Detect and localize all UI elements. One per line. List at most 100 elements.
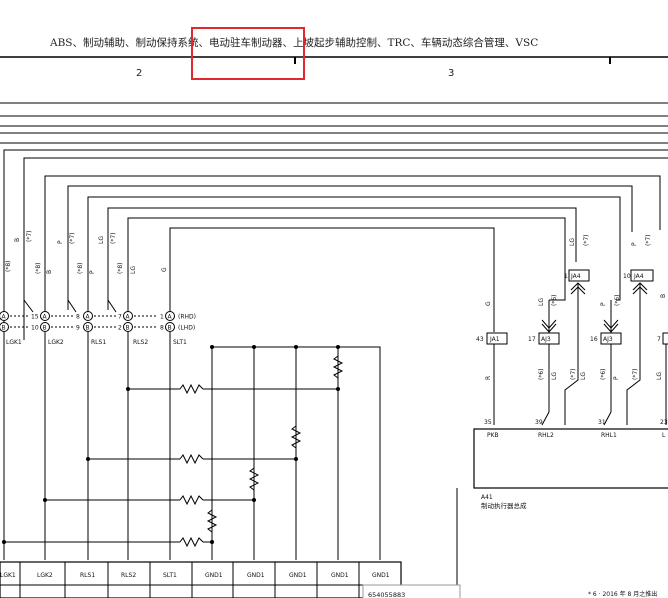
connector-drops [23,290,171,313]
junction-box [630,269,654,282]
connector-letter: B [86,325,90,332]
column-number-2: 2 [136,68,142,79]
pin-number: 10 [31,325,39,332]
wire-label: (*6) [600,369,607,381]
pin-number: 7 [118,314,122,321]
wire-label: P [613,376,620,380]
terminal-label: GND1 [289,572,307,579]
actuator-pin-name: PKB [487,432,499,439]
highlight-box [191,27,305,80]
junction-id: AJ3 [541,336,551,343]
wire-label: P [600,302,607,306]
terminal-label: GND1 [247,572,265,579]
footer-code: 654055883 [368,591,405,598]
pin-number: 8 [76,314,80,321]
drive-code-rhd: (RHD) [178,314,196,321]
terminal-label: SLT1 [163,572,177,579]
junction-pin: 43 [476,336,484,343]
pin-number: 15 [31,314,39,321]
diagram-title: ABS、制动辅助、制动保持系统、电动驻车制动器、上坡起步辅助控制、TRC、车辆动… [49,36,538,49]
terminal-label: GND1 [372,572,390,579]
connector-pin [123,311,133,321]
terminal-label: RLS1 [80,572,95,579]
wire-color-labels: (*8) B (*7) (*8) B P (*7) (*8) P LG (*7)… [5,231,168,275]
wire-label: LG [569,238,576,246]
connector-pin [40,311,50,321]
actuator-pin-name: L [662,432,666,439]
signal-name: SLT1 [173,339,187,346]
terminal-table: LGK1 LGK2 RLS1 RLS2 SLT1 GND1 GND1 GND1 … [0,561,402,598]
actuator-pin-number: 39 [535,419,543,426]
signal-name: LGK2 [48,339,64,346]
connector-letter: A [43,314,48,321]
junction-pin: 17 [528,336,536,343]
wire-label: P [57,240,64,244]
junction-pin: 10 [623,273,631,280]
wire-label: B [46,270,53,274]
wire-label: (*7) [645,235,652,247]
connector-letter: B [168,325,172,332]
terminal-label: GND1 [205,572,223,579]
connector-letter: B [126,325,130,332]
connector-row: A B 15 A 10 B 8 A 9 B 7 A 2 B 1 A 8 B (R… [0,311,196,332]
wire-label: (*7) [583,235,590,247]
actuator-pin-number: 23 [660,419,668,426]
actuator-pin-number: 35 [484,419,492,426]
terminal-label: RLS2 [121,572,136,579]
footer-date: * 6 · 2016 年 8 月之推出 [588,590,657,598]
connector-pin [83,322,93,332]
brake-actuator-assembly: 35 39 31 23 PKB RHL2 RHL1 L A41 制动执行器总成 [473,419,668,510]
pin-number: 2 [118,325,122,332]
connector-letter: A [168,314,173,321]
connector-pin [0,322,9,332]
junction-pin: 16 [590,336,598,343]
connector-pin [83,311,93,321]
wire-label: LG [656,372,663,380]
wire-label: G [485,301,492,306]
wire-label: R [485,376,492,380]
junction-id: JA4 [570,273,581,280]
wire-label: B [660,294,667,298]
wire-label: LG [130,266,137,274]
junction-id: JA4 [633,273,644,280]
connector-letter: B [43,325,47,332]
wire-label: LG [98,236,105,244]
signal-name: RLS2 [133,339,148,346]
drive-code-lhd: (LHD) [178,325,195,332]
actuator-name: 制动执行器总成 [481,501,527,510]
bus-lines [0,102,668,144]
wire-label: LG [538,298,545,306]
signal-name: LGK1 [6,339,22,346]
wire-label: (*7) [632,369,639,381]
connector-pin [40,322,50,332]
pin-number: 9 [76,325,80,332]
junction-connectors: G 43 JA1 R LG (*6) 17 AJ3 P (*6) 16 AJ3 … [476,235,668,426]
wire-label: (*6) [614,295,621,307]
connector-pin [123,322,133,332]
wire-label: P [89,270,96,274]
actuator-pin-name: RHL2 [538,432,554,439]
wire-label: (*8) [117,263,124,275]
resistor-network [2,332,381,560]
actuator-pin-name: RHL1 [601,432,617,439]
wire-label: LG [580,372,587,380]
wire-label: (*8) [77,263,84,275]
junction-pin: 1 [564,273,568,280]
junction-box [662,332,668,345]
actuator-pin-number: 31 [598,419,606,426]
wire-label: (*6) [538,369,545,381]
wire-label: B [14,238,21,242]
junction-box [568,269,590,282]
actuator-code: A41 [481,494,493,501]
terminal-label: LGK2 [37,572,53,579]
junction-pin: 7 [657,336,661,343]
connector-pin [165,322,175,332]
pin-number: 8 [160,325,164,332]
connector-pin [0,311,9,321]
wire-label: (*7) [110,233,117,245]
connector-letter: B [2,325,6,332]
signal-wires [3,149,668,340]
wire-label: (*8) [5,261,12,273]
wire-label: G [161,267,168,272]
